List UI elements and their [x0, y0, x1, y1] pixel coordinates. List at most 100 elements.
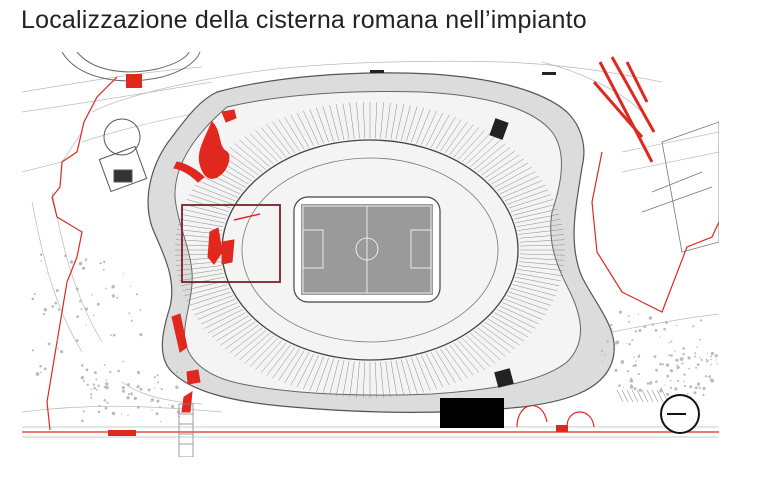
seat-row-line: [458, 130, 485, 160]
vegetation-dot: [90, 388, 92, 391]
vegetation-dot: [694, 355, 697, 358]
seat-row-line: [466, 136, 496, 165]
seat-row-line: [477, 327, 511, 353]
vegetation-dot: [105, 287, 107, 290]
parking-stripe: [631, 389, 639, 403]
vegetation-dot: [683, 384, 687, 388]
red-small-block-right: [556, 425, 568, 432]
vegetation-dot: [643, 325, 647, 329]
vegetation-dot: [130, 392, 133, 396]
seat-row-line: [260, 342, 287, 373]
vegetation-dot: [660, 388, 663, 391]
vegetation-dot: [127, 392, 130, 396]
vegetation-dot: [106, 401, 109, 404]
seat-row-line: [244, 335, 274, 364]
seat-row-line: [444, 121, 468, 154]
vegetation-dot: [84, 307, 89, 311]
seat-row-line: [518, 229, 564, 235]
vegetation-dot: [687, 356, 691, 360]
seat-row-line: [244, 136, 274, 165]
cistern-location-box: [181, 204, 281, 283]
seat-row-line: [322, 106, 334, 142]
vegetation-dot: [661, 363, 665, 366]
vegetation-dot: [92, 314, 95, 317]
vegetation-dot: [76, 315, 80, 319]
seat-row-line: [517, 224, 563, 231]
seat-row-line: [266, 344, 291, 376]
vegetation-dot: [675, 358, 679, 362]
vegetation-dot: [156, 399, 160, 403]
vegetation-dot: [31, 297, 35, 301]
seat-row-line: [444, 346, 468, 379]
seat-row-line: [349, 361, 355, 398]
vegetation-dot: [57, 347, 59, 350]
seat-row-line: [234, 330, 266, 357]
vegetation-dot: [120, 413, 123, 415]
vegetation-dot: [128, 312, 131, 315]
seat-row-line: [296, 353, 315, 388]
seat-row-line: [499, 305, 540, 325]
seat-row-line: [477, 147, 511, 173]
vegetation-texture: [31, 253, 719, 423]
parking-stripe: [641, 389, 649, 403]
seat-row-line: [400, 359, 411, 395]
seat-row-line: [453, 342, 480, 373]
seat-row-line: [179, 218, 224, 227]
vegetation-dot: [80, 376, 85, 380]
vegetation-dot: [47, 342, 51, 346]
seat-row-line: [260, 127, 287, 158]
seat-row-line: [430, 352, 450, 386]
vegetation-dot: [157, 381, 159, 384]
vegetation-dot: [618, 310, 623, 314]
vegetation-dot: [159, 405, 161, 408]
seat-row-line: [435, 350, 456, 384]
bowl-ring-inner: [241, 157, 499, 343]
vegetation-dot: [638, 329, 642, 332]
vegetation-dot: [710, 363, 712, 366]
seat-row-line: [224, 324, 259, 350]
seat-row-line: [421, 110, 437, 145]
seat-row-line: [194, 298, 236, 316]
vegetation-dot: [628, 343, 631, 346]
vegetation-dot: [153, 387, 156, 389]
vegetation-dot: [664, 321, 668, 324]
vegetation-dot: [628, 320, 630, 323]
vegetation-dot: [54, 301, 58, 305]
vegetation-dot: [111, 285, 115, 289]
vegetation-dot: [683, 380, 685, 383]
vegetation-dot: [90, 397, 92, 399]
vegetation-dot: [715, 359, 718, 361]
vegetation-dot: [698, 357, 701, 359]
vegetation-dot: [677, 379, 680, 382]
seat-row-line: [474, 330, 506, 357]
vegetation-dot: [653, 355, 657, 359]
seat-row-line: [184, 204, 228, 216]
seat-row-line: [374, 361, 378, 398]
seat-row-line: [249, 338, 278, 367]
vegetation-dot: [148, 406, 150, 408]
seat-row-line: [290, 114, 310, 148]
vegetation-dot: [638, 354, 640, 357]
vegetation-dot: [618, 384, 621, 387]
vegetation-dot: [111, 294, 116, 298]
seat-row-line: [184, 284, 228, 296]
vegetation-dot: [39, 371, 42, 374]
seat-row-line: [491, 315, 528, 338]
vegetation-dot: [702, 386, 706, 390]
seat-row-line: [309, 356, 324, 391]
vegetation-dot: [663, 327, 666, 331]
vegetation-dot: [670, 340, 673, 343]
vegetation-dot: [622, 387, 625, 389]
vegetation-dot: [80, 364, 84, 367]
seat-row-line: [406, 358, 418, 394]
seat-row-line: [309, 109, 324, 144]
vegetation-dot: [634, 330, 638, 333]
seat-row-line: [362, 102, 366, 139]
vegetation-dot: [85, 257, 88, 260]
vegetation-dot: [99, 262, 102, 265]
seat-row-line: [356, 102, 360, 139]
vegetation-dot: [676, 365, 680, 369]
vegetation-dot: [82, 266, 86, 270]
vegetation-dot: [698, 338, 701, 341]
seat-row-line: [177, 269, 223, 276]
